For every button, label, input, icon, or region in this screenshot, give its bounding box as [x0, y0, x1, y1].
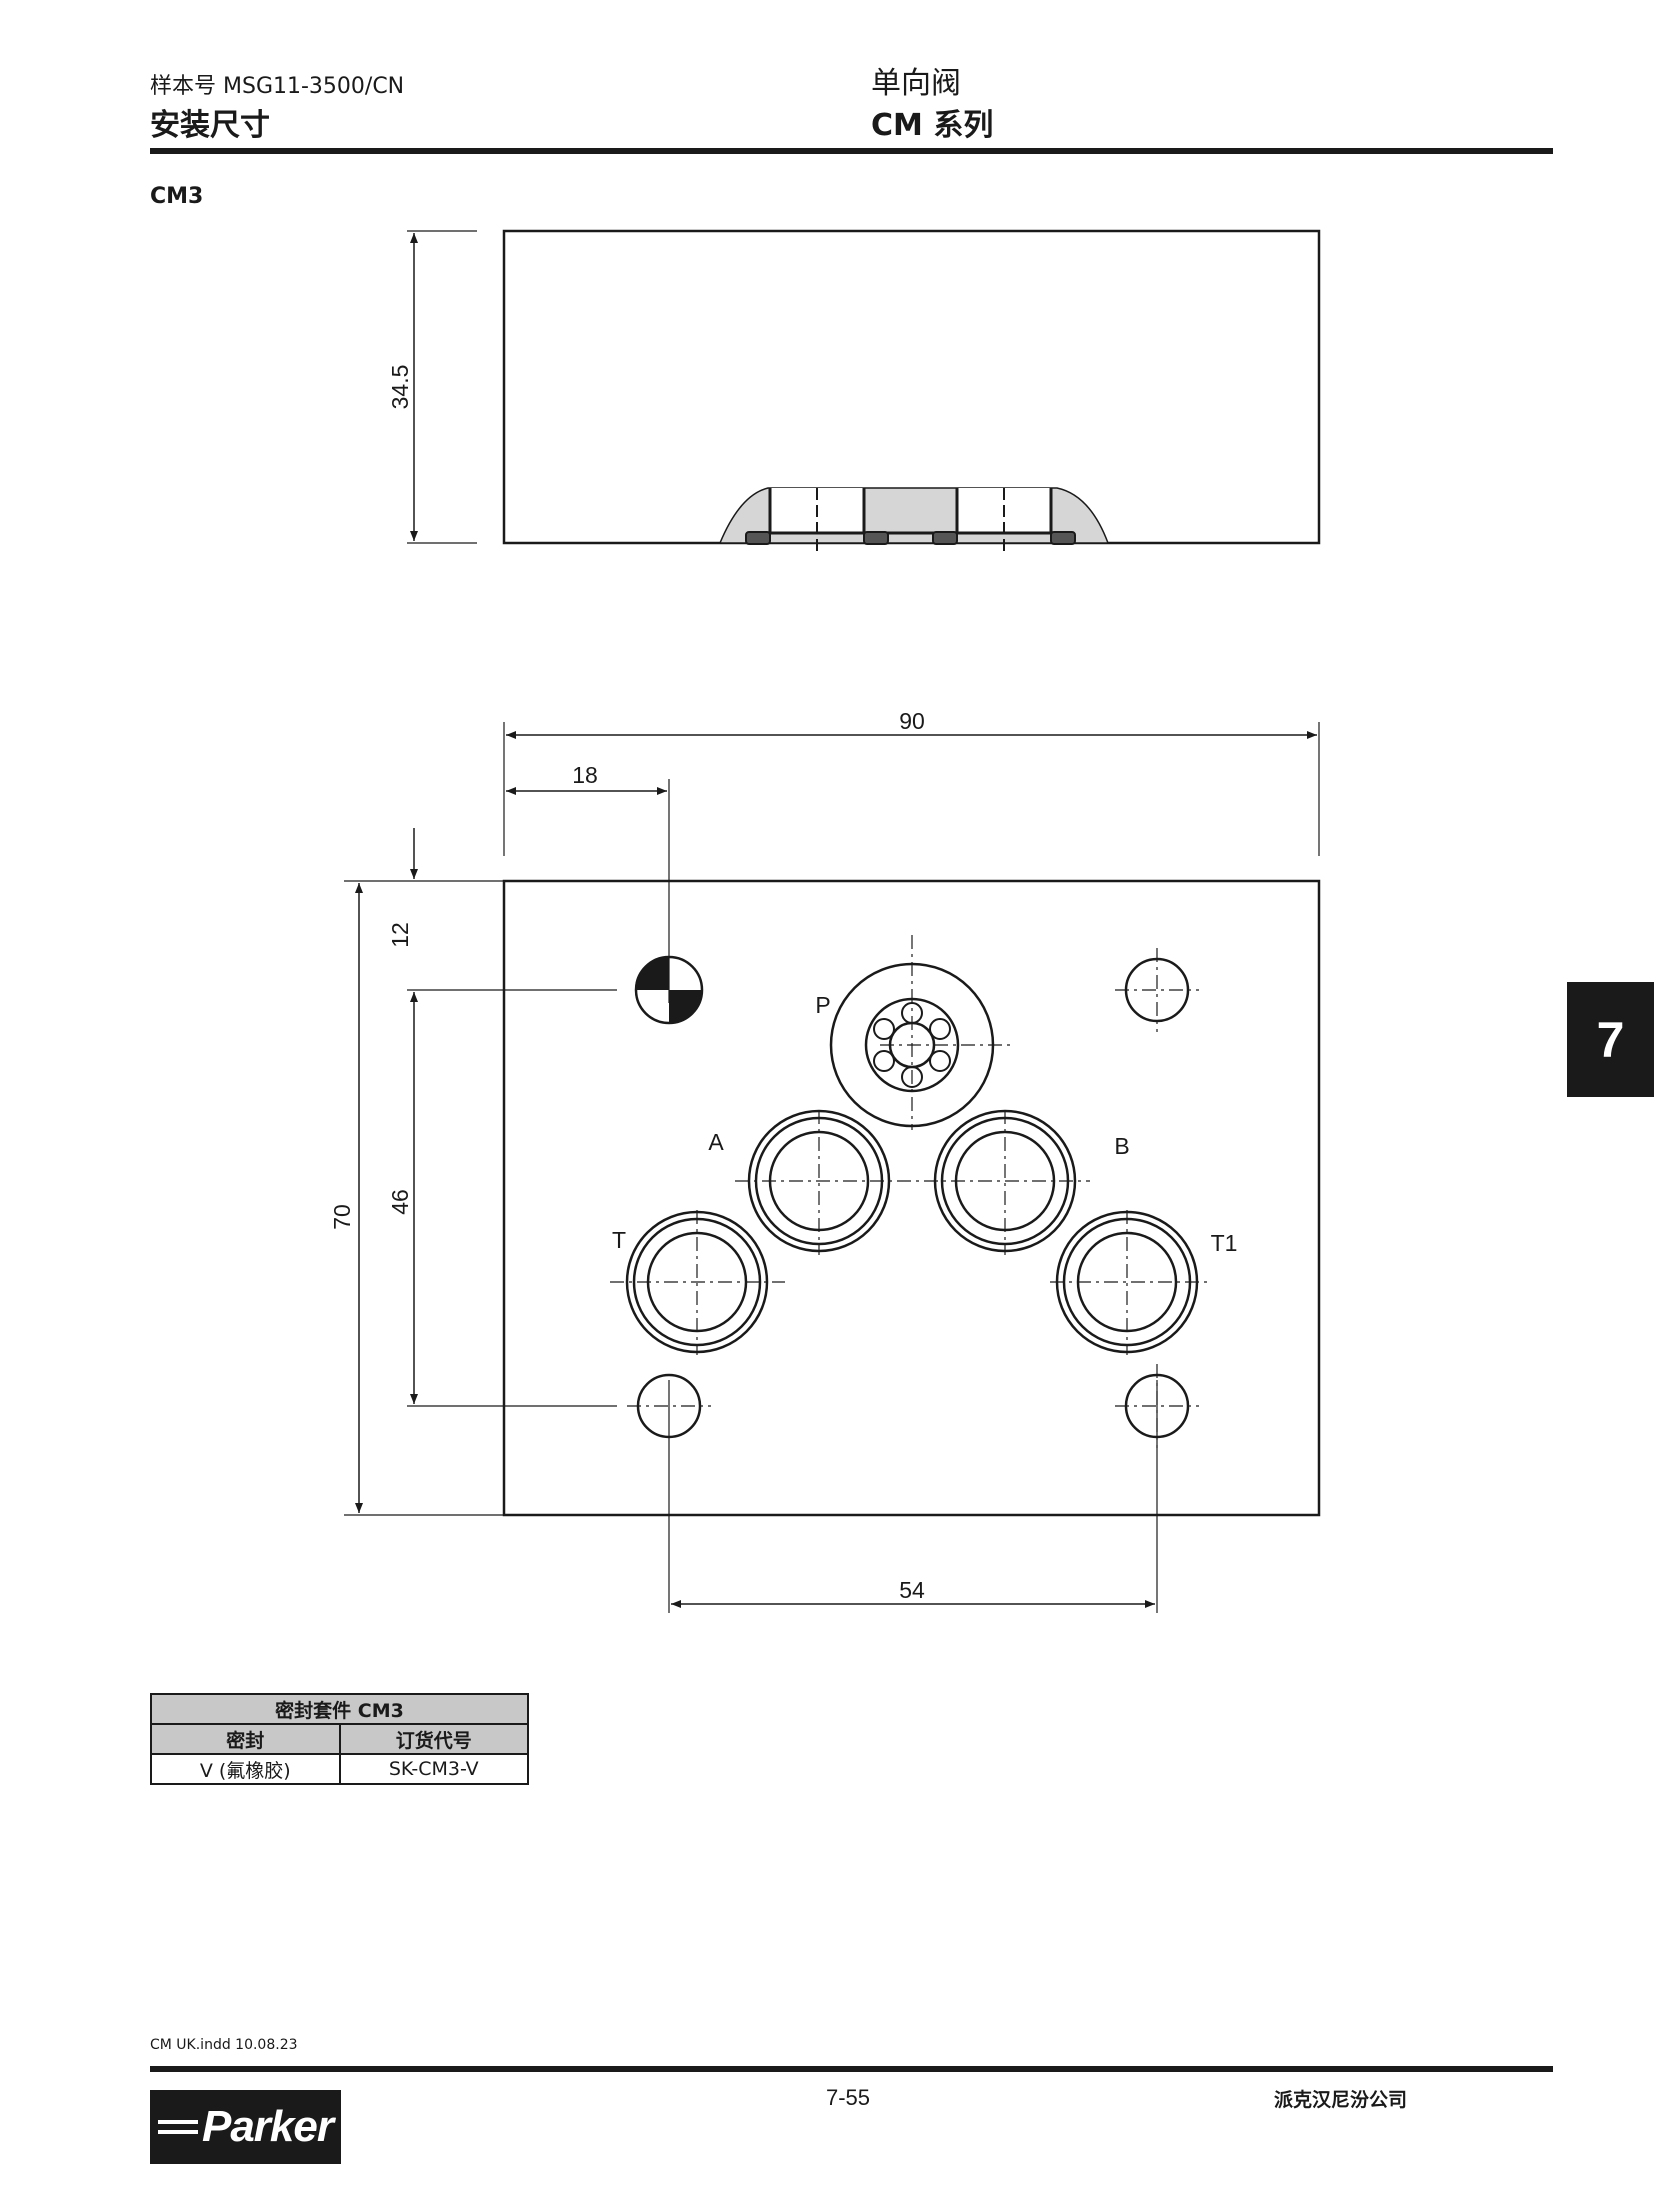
file-info: CM UK.indd 10.08.23 [150, 2037, 298, 2053]
port-b [933, 1109, 1077, 1253]
table-cell: SK-CM3-V [338, 1753, 529, 1785]
dim-top-offset: 12 [387, 922, 413, 948]
port-p [829, 962, 995, 1128]
company-name: 派克汉尼汾公司 [1274, 2089, 1408, 2111]
port-a [747, 1109, 891, 1253]
port-t [625, 1210, 769, 1354]
logo-text: Parker [201, 2102, 334, 2151]
dim-height: 70 [329, 1204, 355, 1230]
plan-view [344, 722, 1321, 1613]
datum-marker [634, 955, 704, 1025]
header-rule [150, 148, 1553, 154]
series-name: CM 系列 [871, 108, 994, 143]
dim-height-side: 34.5 [387, 365, 413, 410]
dim-hole-pitch-v: 46 [387, 1189, 413, 1215]
page-number: 7-55 [826, 2085, 871, 2110]
section-title: 安装尺寸 [150, 108, 270, 143]
table-title: 密封套件 CM3 [150, 1693, 529, 1725]
dim-ref-offset: 18 [572, 762, 598, 788]
model-label: CM3 [150, 184, 204, 209]
port-t1 [1055, 1210, 1199, 1354]
port-label-t: T [612, 1227, 626, 1253]
product-name: 单向阀 [871, 66, 961, 101]
table-row: V (氟橡胶)SK-CM3-V [150, 1753, 529, 1785]
dim-hole-pitch-h: 54 [899, 1577, 925, 1603]
port-label-t1: T1 [1211, 1230, 1238, 1256]
table-header: 订货代号 [338, 1723, 529, 1755]
parker-logo: Parker [150, 2090, 341, 2164]
port-label-b: B [1114, 1133, 1129, 1159]
port-label-a: A [708, 1129, 724, 1155]
catalog-number: 样本号 MSG11-3500/CN [150, 74, 405, 99]
dim-width: 90 [899, 708, 925, 734]
table-cell: V (氟橡胶) [150, 1753, 341, 1785]
footer-rule [150, 2066, 1553, 2072]
mounting-holes [636, 957, 1190, 1439]
side-view [407, 229, 1321, 555]
port-label-p: P [815, 992, 830, 1018]
logo-bars [158, 2120, 198, 2134]
table-header: 密封 [150, 1723, 341, 1755]
chapter-tab: 7 [1567, 982, 1654, 1097]
seal-kit-table: 密封套件 CM3 密封订货代号 V (氟橡胶)SK-CM3-V [150, 1693, 529, 1785]
